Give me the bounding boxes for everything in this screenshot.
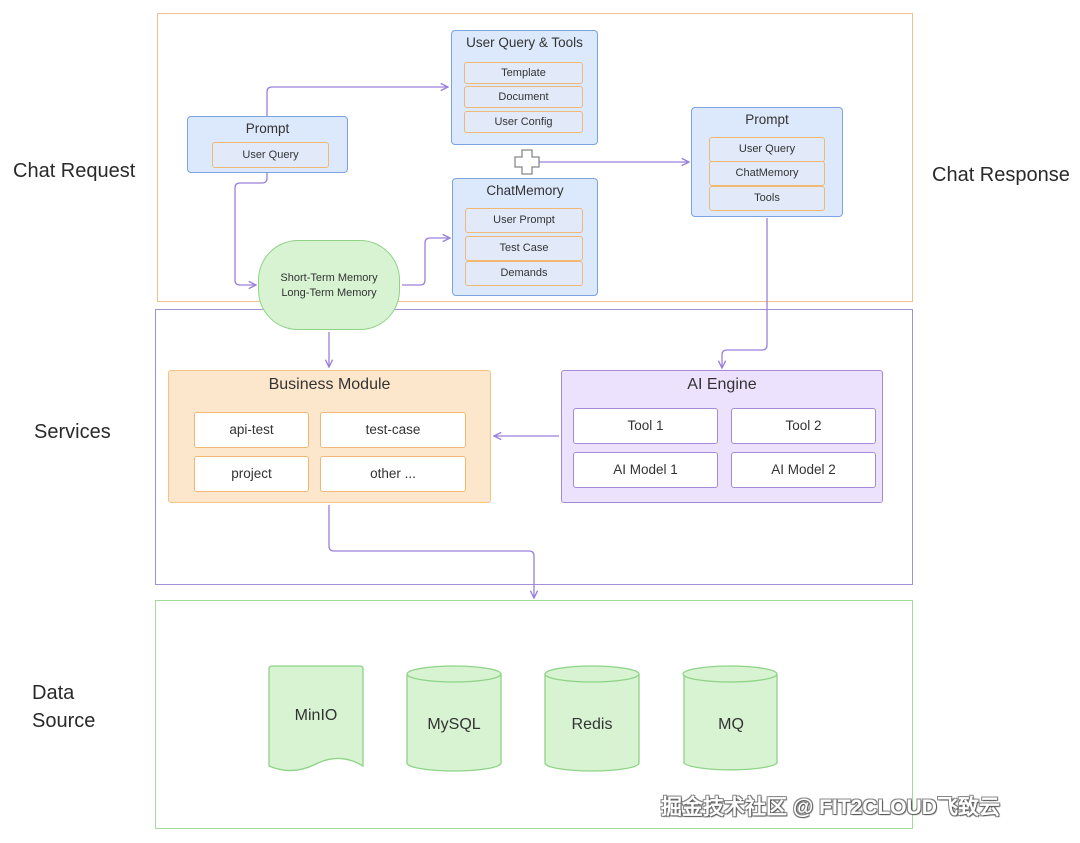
business-item-other: other ... bbox=[320, 456, 466, 492]
ai-engine-title: AI Engine bbox=[687, 376, 757, 393]
ai-engine: AI Engine Tool 1 Tool 2 AI Model 1 AI Mo… bbox=[561, 370, 883, 503]
data-source-layer bbox=[155, 600, 913, 829]
data-source-mysql: MySQL bbox=[427, 716, 481, 733]
user-query-tools-title: User Query & Tools bbox=[466, 35, 583, 50]
prompt-input-title: Prompt bbox=[245, 121, 290, 136]
data-source-minio: MinIO bbox=[294, 707, 338, 724]
chat-request-layer bbox=[157, 13, 913, 302]
chat-response-label: Chat Response bbox=[932, 164, 1070, 186]
prompt-output-title: Prompt bbox=[745, 112, 789, 127]
database-icon-mq bbox=[682, 665, 778, 771]
business-module: Business Module api-test test-case proje… bbox=[168, 370, 491, 503]
database-icon-mysql bbox=[406, 665, 502, 772]
ai-item-model-2: AI Model 2 bbox=[731, 452, 876, 488]
services-label: Services bbox=[34, 421, 111, 443]
watermark: 掘金技术社区 @ FIT2CLOUD飞致云 bbox=[661, 796, 1000, 819]
arrow-memory-to-chatmemory bbox=[402, 238, 450, 286]
arrow-business-to-datasource bbox=[328, 505, 534, 598]
business-item-test-case: test-case bbox=[320, 412, 466, 448]
prompt-input-item: User Query bbox=[212, 142, 329, 168]
memory-node: Short-Term Memory Long-Term Memory bbox=[258, 240, 400, 330]
arrow-prompt-out-to-ai bbox=[722, 218, 768, 368]
data-source-mq: MQ bbox=[718, 716, 744, 733]
plus-icon bbox=[514, 149, 540, 175]
prompt-output-box: Prompt User Query ChatMemory Tools bbox=[691, 107, 843, 217]
document-icon bbox=[268, 665, 364, 772]
prompt-input-box: Prompt User Query bbox=[187, 116, 348, 173]
chat-request-label: Chat Request bbox=[13, 160, 136, 182]
data-source-label-line2: Source bbox=[32, 710, 96, 732]
user-query-tools-box: User Query & Tools Template Document Use… bbox=[451, 30, 598, 145]
chat-memory-item: Demands bbox=[465, 261, 583, 286]
arrow-prompt-to-tools bbox=[266, 87, 448, 116]
tools-item: User Config bbox=[464, 111, 583, 133]
chat-memory-title: ChatMemory bbox=[486, 183, 564, 198]
chat-memory-item: User Prompt bbox=[465, 208, 583, 233]
business-module-title: Business Module bbox=[268, 376, 391, 393]
ai-item-tool-1: Tool 1 bbox=[573, 408, 718, 444]
chat-memory-box: ChatMemory User Prompt Test Case Demands bbox=[452, 178, 598, 296]
business-item-api-test: api-test bbox=[194, 412, 309, 448]
data-source-label-line1: Data bbox=[32, 682, 75, 704]
data-source-redis: Redis bbox=[571, 716, 613, 733]
long-term-memory-label: Long-Term Memory bbox=[281, 286, 377, 299]
short-term-memory-label: Short-Term Memory bbox=[280, 271, 378, 284]
chat-memory-item: Test Case bbox=[465, 236, 583, 261]
database-icon-redis bbox=[544, 665, 640, 772]
business-item-project: project bbox=[194, 456, 309, 492]
prompt-output-item: Tools bbox=[709, 186, 825, 211]
ai-item-tool-2: Tool 2 bbox=[731, 408, 876, 444]
prompt-output-item: ChatMemory bbox=[709, 161, 825, 186]
arrow-prompt-to-memory bbox=[234, 173, 268, 285]
ai-item-model-1: AI Model 1 bbox=[573, 452, 718, 488]
tools-item: Document bbox=[464, 86, 583, 108]
tools-item: Template bbox=[464, 62, 583, 84]
